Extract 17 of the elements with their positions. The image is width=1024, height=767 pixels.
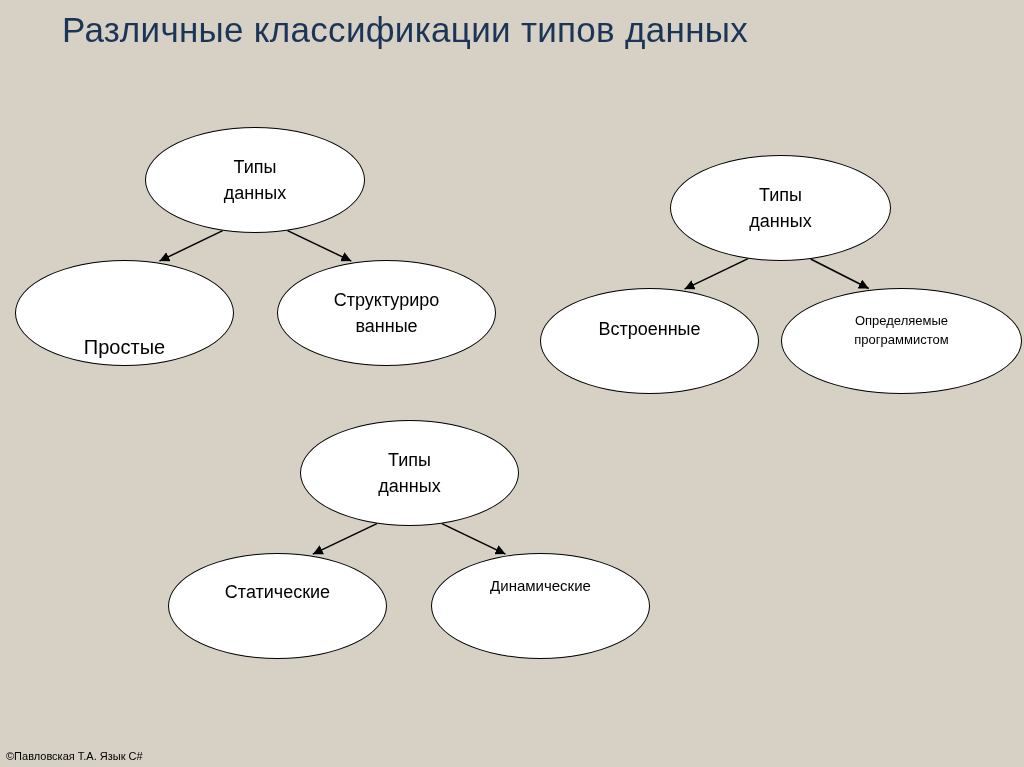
node-label: Структуриро ванные: [332, 288, 441, 338]
arrow: [809, 258, 870, 290]
arrow: [441, 522, 507, 555]
arrow: [286, 229, 353, 262]
node-label: Простые: [83, 334, 166, 360]
arrow: [312, 522, 378, 555]
footer-note: ©Павловская Т.А. Язык С#: [6, 750, 143, 762]
node-label: Динамические: [490, 576, 591, 597]
node-label: Встроенные: [598, 317, 701, 341]
node-label: Определяемые программистом: [853, 312, 950, 349]
node-label: Типы данных: [222, 155, 288, 205]
node-label: Типы данных: [748, 183, 813, 233]
slide-title: Различные классификации типов данных: [62, 10, 749, 50]
arrow: [158, 229, 224, 262]
node-label: Статические: [224, 580, 331, 604]
arrow: [683, 257, 749, 290]
node-label: Типы данных: [377, 448, 442, 498]
